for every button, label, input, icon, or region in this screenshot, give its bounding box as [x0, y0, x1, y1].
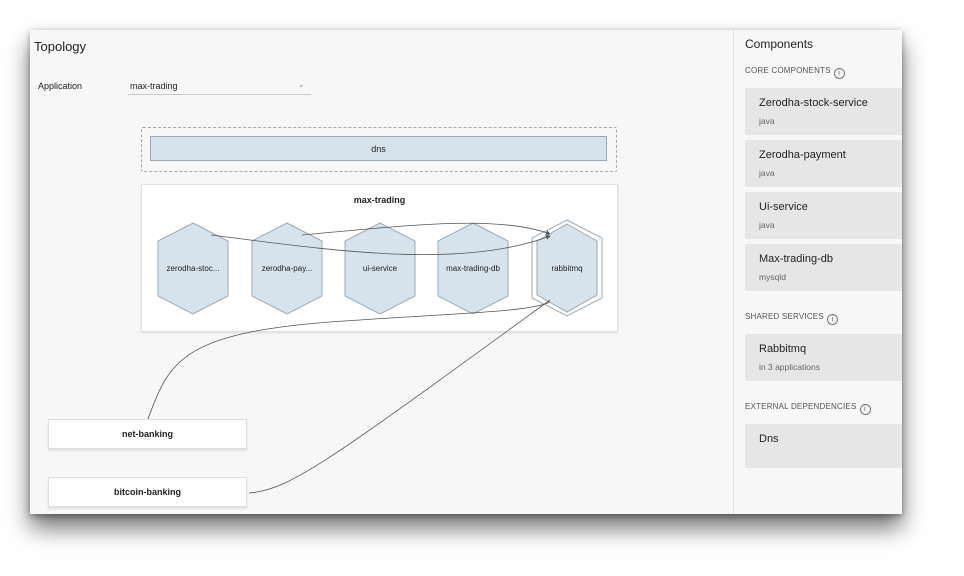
topology-graph: [147, 219, 603, 494]
component-card-zerodha-payment[interactable]: Zerodha-payment java: [745, 140, 902, 187]
page-title: Topology: [34, 39, 87, 54]
component-name: Max-trading-db: [759, 253, 833, 265]
external-app-net-banking[interactable]: net-banking: [48, 419, 247, 449]
application-label: Application: [38, 81, 83, 91]
component-tech: java: [759, 220, 775, 230]
component-tech: in 3 applications: [759, 362, 820, 372]
component-name: Dns: [759, 433, 779, 445]
component-name: Zerodha-stock-service: [759, 97, 868, 109]
component-name: Zerodha-payment: [759, 149, 846, 161]
panel-divider: [733, 30, 734, 514]
external-app-bitcoin-banking[interactable]: bitcoin-banking: [48, 477, 247, 507]
application-select-value: max-trading: [130, 81, 178, 91]
edge-bitcoin-banking-to-rabbitmq: [248, 299, 551, 494]
service-node-max-trading-db[interactable]: [437, 222, 509, 315]
service-node-ui-service[interactable]: [344, 222, 416, 315]
shared-services-label: SHARED SERVICES: [745, 312, 824, 321]
service-node-rabbitmq[interactable]: [536, 223, 598, 313]
edge-net-banking-to-rabbitmq: [147, 301, 551, 420]
application-select[interactable]: max-trading ⌄: [128, 77, 311, 95]
component-tech: java: [759, 116, 775, 126]
edge-zerodha-stock-to-rabbitmq: [210, 234, 551, 256]
topology-window: Topology Application max-trading ⌄ dns m…: [30, 30, 902, 514]
external-dependencies-label: EXTERNAL DEPENDENCIES: [745, 402, 857, 411]
info-icon[interactable]: i: [833, 68, 845, 79]
component-card-max-trading-db[interactable]: Max-trading-db mysqld: [745, 244, 902, 291]
edge-zerodha-payment-to-rabbitmq: [301, 222, 551, 236]
component-name: Ui-service: [759, 201, 808, 213]
topology-panel: Topology Application max-trading ⌄ dns m…: [30, 30, 733, 514]
dns-node[interactable]: dns: [150, 136, 607, 161]
component-tech: java: [759, 168, 775, 178]
chevron-down-icon: ⌄: [297, 79, 305, 89]
core-components-label: CORE COMPONENTS: [745, 66, 831, 75]
service-node-zerodha-stock[interactable]: [157, 222, 229, 315]
component-tech: mysqld: [759, 272, 786, 282]
component-card-ui-service[interactable]: Ui-service java: [745, 192, 902, 239]
dns-group: dns: [141, 127, 617, 172]
component-card-dns[interactable]: Dns: [745, 424, 902, 468]
component-card-rabbitmq[interactable]: Rabbitmq in 3 applications: [745, 334, 902, 381]
info-icon[interactable]: i: [859, 404, 871, 415]
component-name: Rabbitmq: [759, 343, 807, 355]
info-icon[interactable]: i: [826, 314, 838, 325]
service-node-zerodha-payment[interactable]: [251, 222, 323, 315]
components-title: Components: [745, 37, 814, 51]
application-box-title: max-trading: [353, 195, 406, 205]
component-card-zerodha-stock-service[interactable]: Zerodha-stock-service java: [745, 88, 902, 135]
